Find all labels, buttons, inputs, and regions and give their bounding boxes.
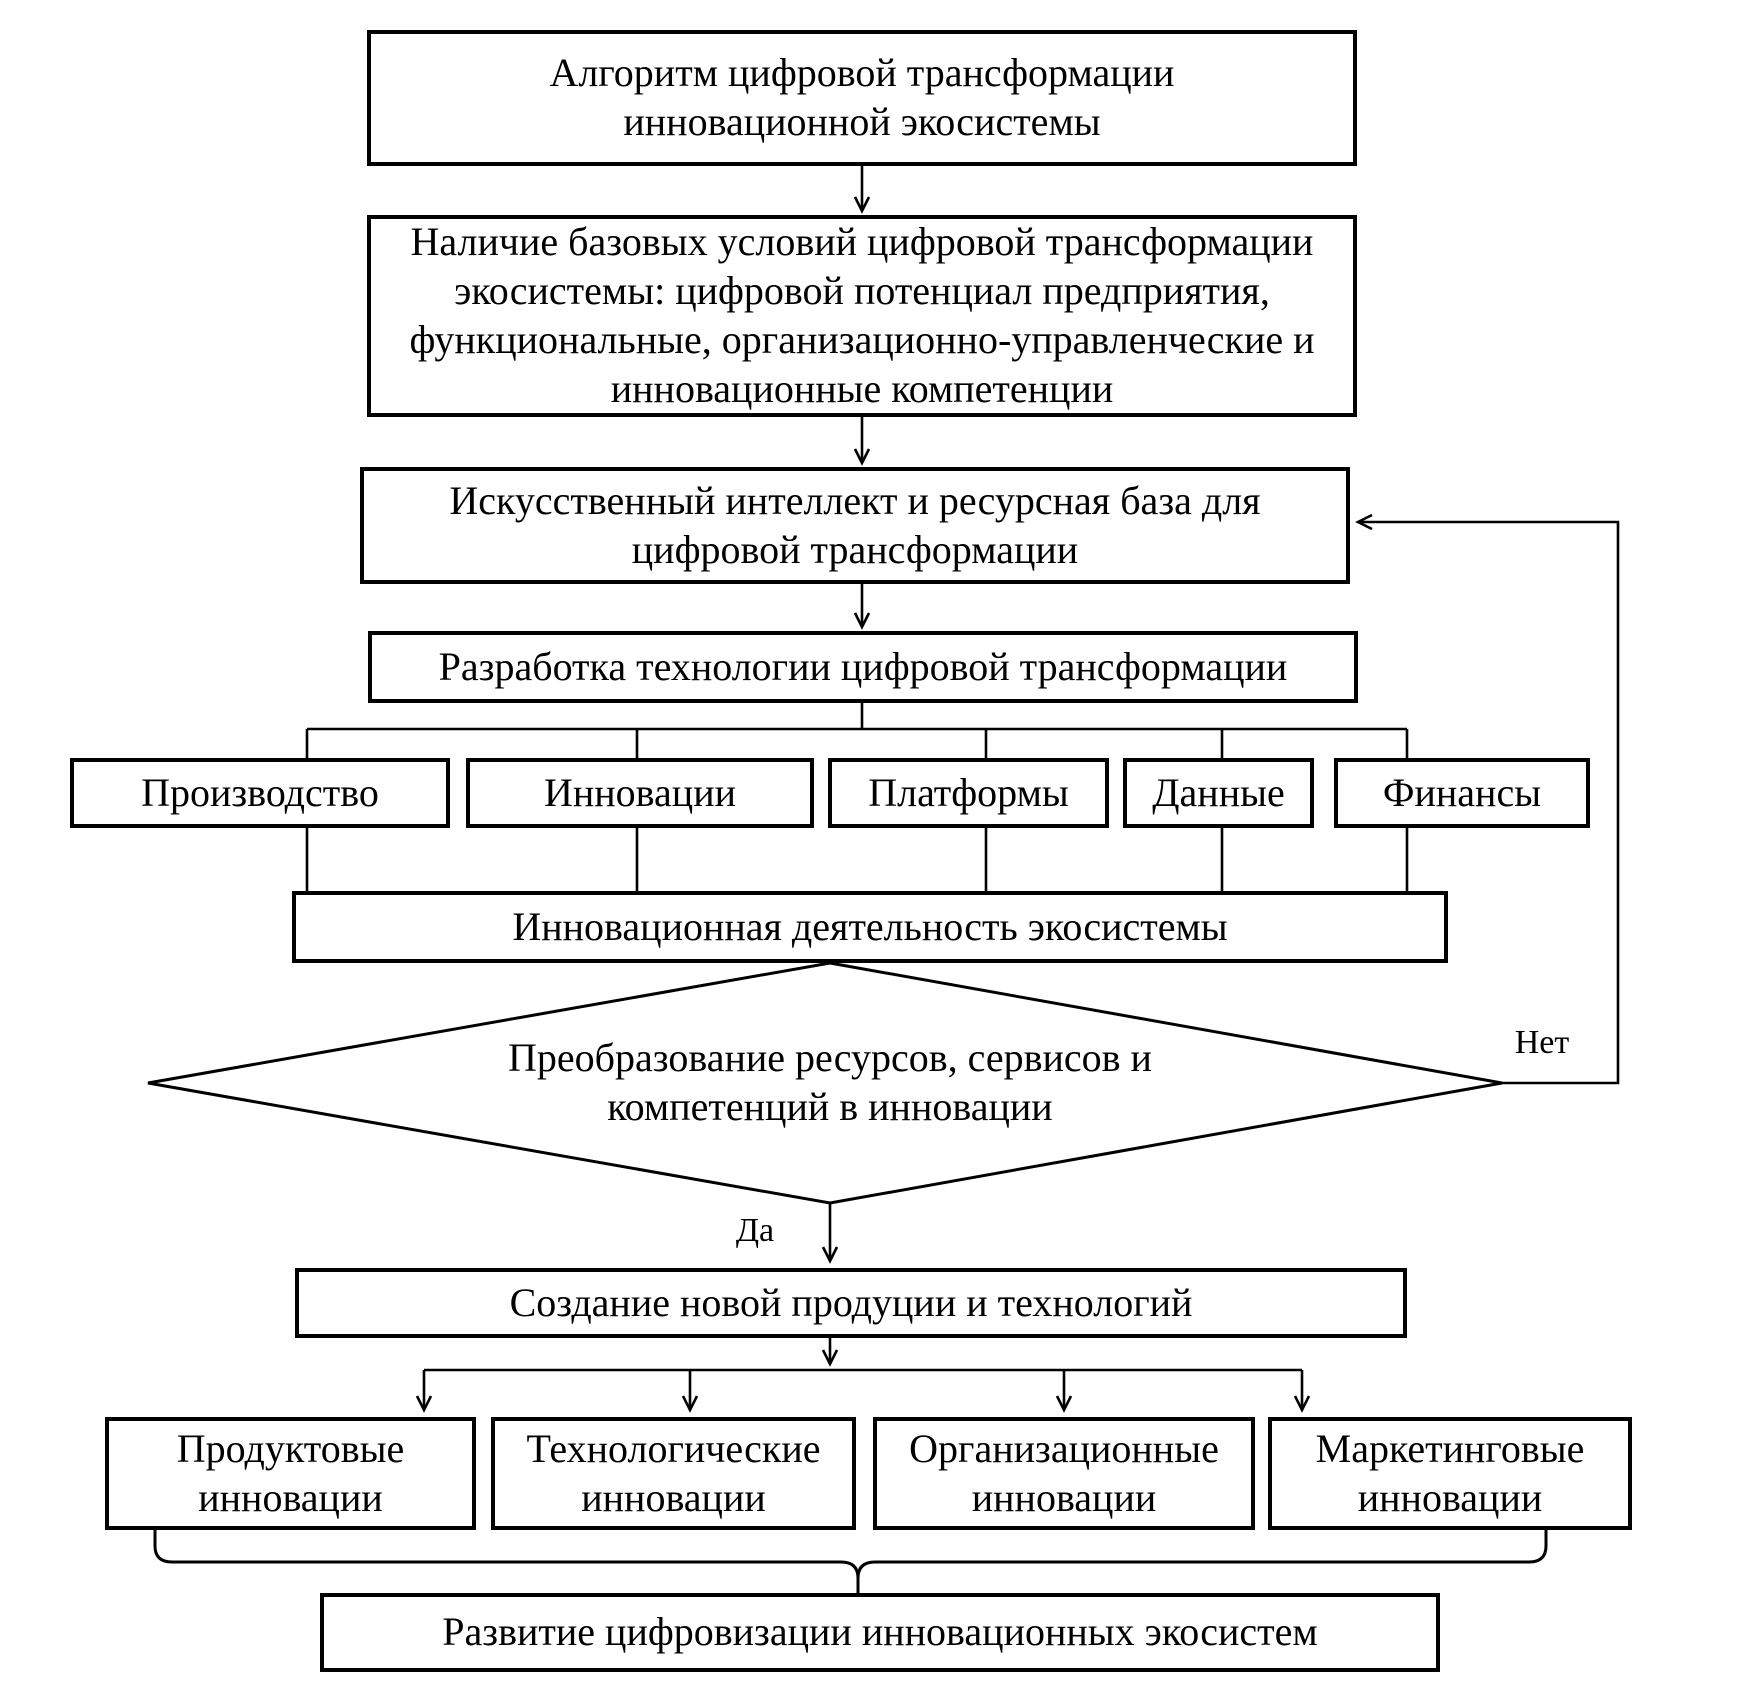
decision-diamond-label: Преобразование ресурсов, сервисов и комп… <box>480 1034 1180 1132</box>
box-ecosystem-activity: Инновационная деятельность экосистемы <box>292 891 1448 963</box>
arrow-no-feedback <box>1355 513 1620 1085</box>
box-tech-innovation-text: Технологические инновации <box>526 1425 821 1520</box>
box-data-text: Данные <box>1152 769 1285 815</box>
box-production-text: Производство <box>141 769 379 815</box>
box-ai-resource-base: Искусственный интеллект и ресурсная база… <box>360 467 1350 584</box>
box-platforms: Платформы <box>828 758 1109 828</box>
box-basic-conditions: Наличие базовых условий цифровой трансфо… <box>367 215 1357 417</box>
box-innovation-text: Инновации <box>543 769 737 815</box>
box-data: Данные <box>1123 758 1314 828</box>
box-tech-innovation: Технологические инновации <box>491 1417 856 1530</box>
box-ai-resource-base-text: Искусственный интеллект и ресурсная база… <box>449 477 1261 572</box>
box-digitalization-development: Развитие цифровизации инновационных экос… <box>320 1593 1440 1672</box>
box-algorithm: Алгоритм цифровой трансформации инноваци… <box>367 30 1357 166</box>
box-platforms-text: Платформы <box>868 769 1069 815</box>
box-product-innovation-text: Продуктовые инновации <box>176 1425 405 1520</box>
box-product-innovation: Продуктовые инновации <box>105 1417 476 1530</box>
box-digitalization-development-text: Развитие цифровизации инновационных экос… <box>442 1609 1318 1655</box>
box-production: Производство <box>70 758 450 828</box>
box-tech-development: Разработка технологии цифровой трансформ… <box>368 631 1358 703</box>
decision-text: Преобразование ресурсов, сервисов и комп… <box>508 1035 1152 1129</box>
box-marketing-innovation-text: Маркетинговые инновации <box>1315 1425 1585 1520</box>
box-finance-text: Финансы <box>1382 769 1542 815</box>
box-algorithm-text: Алгоритм цифровой трансформации инноваци… <box>549 50 1175 144</box>
box-new-products-text: Создание новой продуции и технологий <box>509 1279 1193 1325</box>
label-yes: Да <box>735 1212 775 1249</box>
box-ecosystem-activity-text: Инновационная деятельность экосистемы <box>512 903 1228 949</box>
box-org-innovation-text: Организационные инновации <box>909 1425 1219 1520</box>
box-finance: Финансы <box>1334 758 1590 828</box>
box-basic-conditions-text: Наличие базовых условий цифровой трансфо… <box>409 219 1315 411</box>
box-new-products: Создание новой продуции и технологий <box>295 1268 1407 1338</box>
box-tech-development-text: Разработка технологии цифровой трансформ… <box>438 643 1288 689</box>
box-org-innovation: Организационные инновации <box>873 1417 1255 1530</box>
label-no: Нет <box>1514 1024 1570 1061</box>
connector-gather-brace <box>153 1528 1548 1596</box>
box-marketing-innovation: Маркетинговые инновации <box>1268 1417 1632 1530</box>
box-innovation: Инновации <box>466 758 814 828</box>
